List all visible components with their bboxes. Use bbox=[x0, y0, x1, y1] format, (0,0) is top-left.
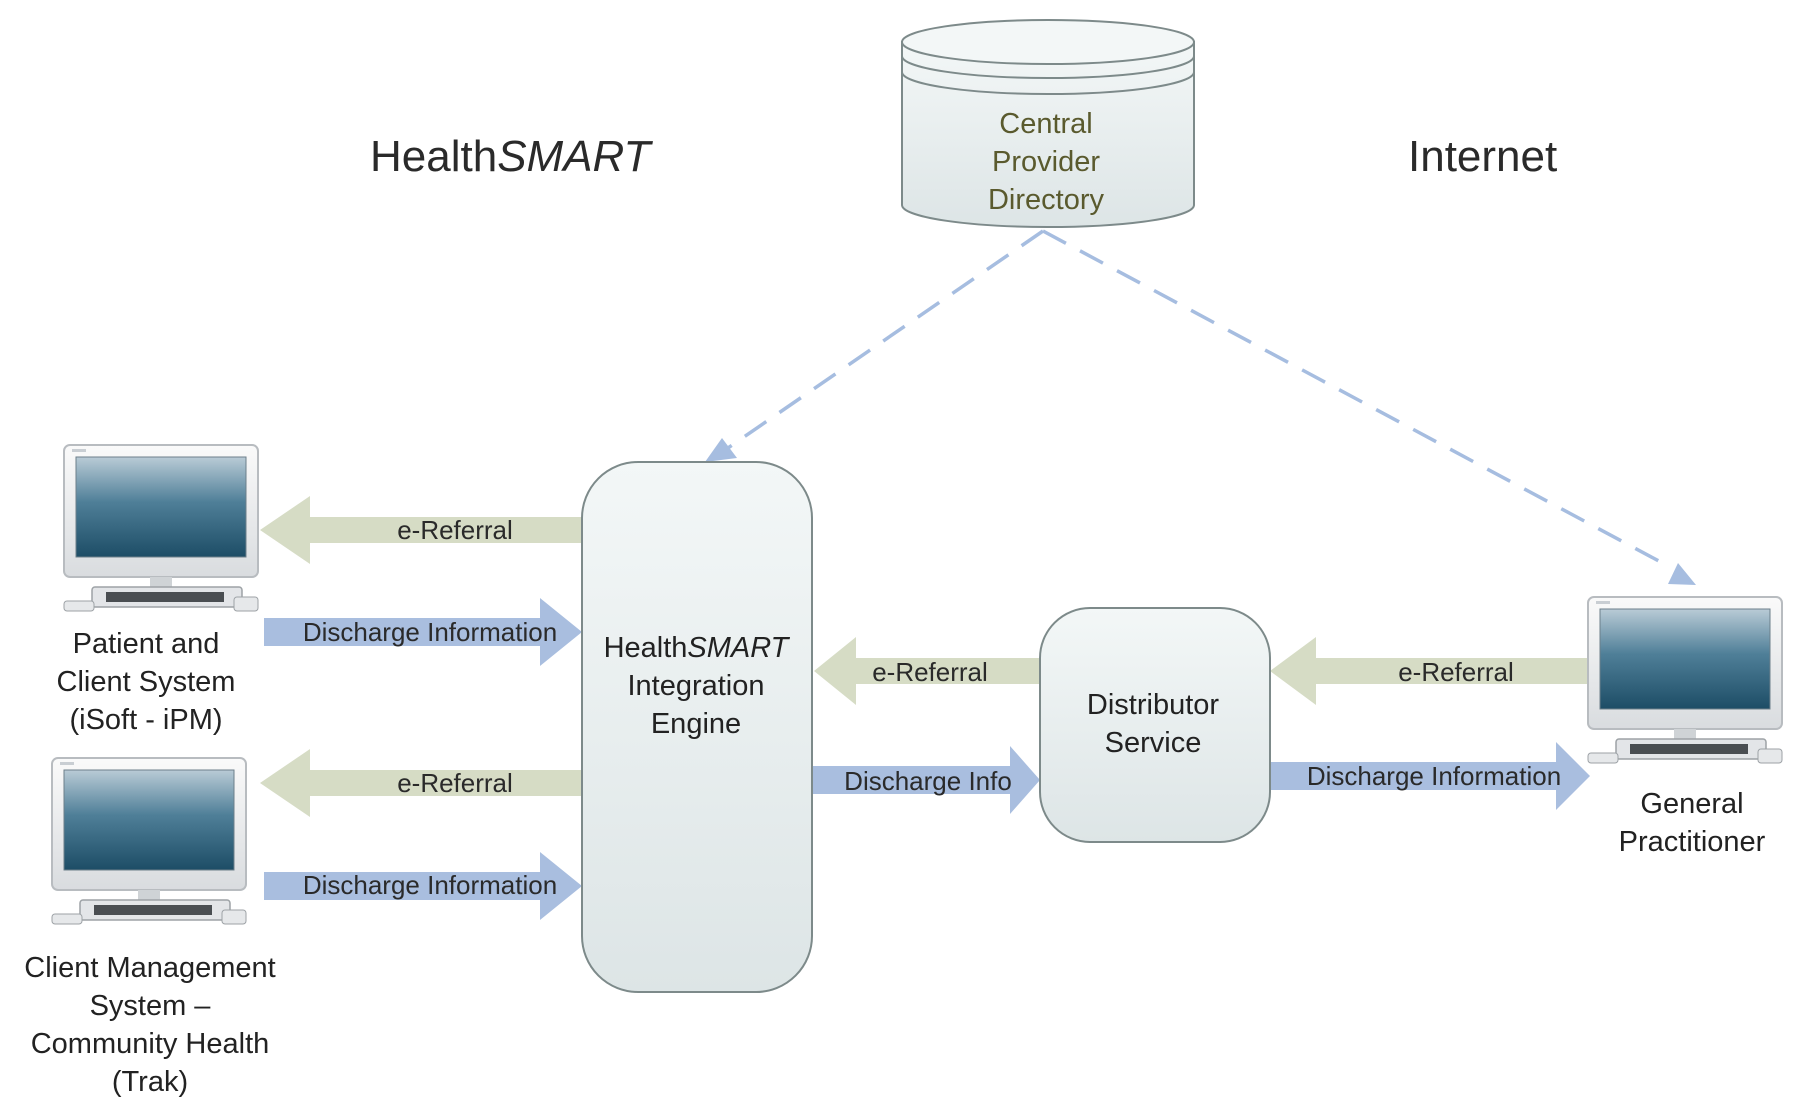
general-practitioner-line-2: Practitioner bbox=[1619, 826, 1766, 858]
flow-referral-to-client-mgmt: e-Referral bbox=[260, 749, 582, 817]
flow-discharge-from-client-mgmt: Discharge Information bbox=[264, 852, 582, 920]
patient-client-system-line-2: Client System bbox=[57, 666, 236, 698]
flow-discharge-from-patient-system: Discharge Information bbox=[264, 598, 582, 666]
computer-icon bbox=[1587, 596, 1783, 764]
directory-to-engine-arrowhead bbox=[705, 438, 737, 462]
flow-referral-distributor-to-engine: e-Referral bbox=[814, 637, 1040, 705]
integration-engine-line-2: Integration bbox=[627, 670, 764, 702]
flow-label: Discharge Information bbox=[1307, 761, 1561, 791]
flow-label: e-Referral bbox=[872, 657, 988, 687]
directory-to-gp-arrowhead bbox=[1668, 563, 1696, 585]
flow-label: e-Referral bbox=[397, 768, 513, 798]
general-practitioner-line-1: General bbox=[1640, 788, 1743, 820]
central-directory-line-1: Central bbox=[999, 108, 1093, 140]
central-directory-line-3: Directory bbox=[988, 184, 1105, 216]
computer-icon bbox=[63, 444, 259, 612]
flow-label: Discharge Information bbox=[303, 617, 557, 647]
client-mgmt-line-4: (Trak) bbox=[112, 1066, 188, 1098]
distributor-service-node: Distributor Service bbox=[1039, 607, 1271, 843]
patient-client-system-line-1: Patient and bbox=[73, 628, 220, 660]
flow-label: e-Referral bbox=[397, 515, 513, 545]
region-title-internet: Internet bbox=[1408, 132, 1557, 181]
distributor-service-line-1: Distributor bbox=[1087, 689, 1219, 721]
central-directory-line-2: Provider bbox=[992, 146, 1100, 178]
patient-client-system-computer: Patient and Client System (iSoft - iPM) bbox=[57, 444, 259, 736]
flow-label: Discharge Information bbox=[303, 870, 557, 900]
directory-to-gp-link bbox=[1042, 229, 1671, 569]
central-provider-directory: Central Provider Directory bbox=[901, 19, 1195, 228]
client-mgmt-line-1: Client Management bbox=[24, 952, 275, 984]
client-management-system-computer: Client Management System – Community Hea… bbox=[24, 757, 276, 1098]
integration-engine-line-1: HealthSMART bbox=[604, 632, 791, 664]
patient-client-system-line-3: (iSoft - iPM) bbox=[69, 704, 222, 736]
client-mgmt-line-2: System – bbox=[90, 990, 212, 1022]
integration-engine-line-3: Engine bbox=[651, 708, 741, 740]
flow-label: e-Referral bbox=[1398, 657, 1514, 687]
directory-links bbox=[705, 229, 1696, 585]
distributor-service-line-2: Service bbox=[1105, 727, 1202, 759]
flow-referral-to-patient-system: e-Referral bbox=[260, 496, 582, 564]
flow-referral-gp-to-distributor: e-Referral bbox=[1270, 637, 1588, 705]
directory-to-engine-link bbox=[724, 229, 1044, 452]
flow-label: Discharge Info bbox=[844, 766, 1012, 796]
region-title-healthsmart: HealthSMART bbox=[370, 132, 654, 181]
flow-discharge-distributor-to-gp: Discharge Information bbox=[1268, 742, 1590, 810]
integration-engine-node: HealthSMART Integration Engine bbox=[581, 461, 813, 993]
computer-icon bbox=[51, 757, 247, 925]
flow-discharge-engine-to-distributor: Discharge Info bbox=[812, 746, 1040, 814]
general-practitioner-computer: General Practitioner bbox=[1587, 596, 1783, 858]
client-mgmt-line-3: Community Health bbox=[31, 1028, 270, 1060]
